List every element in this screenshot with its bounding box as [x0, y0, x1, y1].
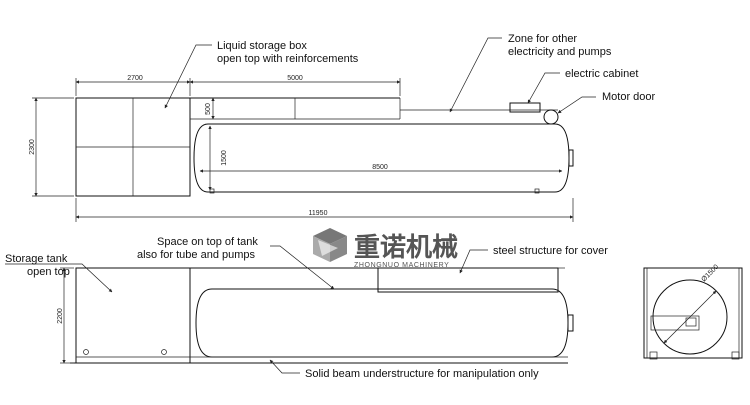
- side-storage-box: [75, 267, 191, 364]
- label-solid-beam: Solid beam understructure for manipulati…: [305, 368, 539, 380]
- electric-cabinet: [509, 102, 541, 113]
- label-zone-other-line: Zone for other: [508, 33, 577, 45]
- dim-11950: 11950: [309, 210, 328, 217]
- dim-8500: 8500: [372, 164, 388, 171]
- label-storage-tank-line: Storage tank: [5, 253, 68, 265]
- steel-structure-cover: [377, 267, 559, 293]
- top-view: [75, 97, 574, 197]
- label-space-on-top-line: also for tube and pumps: [137, 249, 256, 261]
- tank-top-view: [193, 123, 570, 193]
- logo-chinese: 重诺机械: [354, 233, 458, 263]
- label-space-on-top-line: Space on top of tank: [157, 236, 258, 248]
- tank-side-view: [195, 288, 569, 358]
- dim-2700: 2700: [127, 75, 143, 82]
- dim-500: 500: [205, 103, 212, 115]
- label-motor-door: Motor door: [602, 91, 656, 103]
- end-view: [643, 267, 743, 360]
- end-view-tank: [652, 279, 728, 355]
- top-view-leaders: [164, 37, 596, 114]
- dim-5000: 5000: [287, 75, 303, 82]
- label-electric-cabinet: electric cabinet: [565, 68, 638, 80]
- label-liquid-box-line: open top with reinforcements: [217, 53, 359, 65]
- end-view-frame: [643, 267, 743, 359]
- dim-diameter-1500: Ø1500: [700, 264, 720, 284]
- side-view-leaders: [5, 245, 488, 374]
- label-steel-structure: steel structure for cover: [493, 245, 608, 257]
- label-zone-other-line: electricity and pumps: [508, 46, 612, 58]
- label-liquid-box-line: Liquid storage box: [217, 40, 307, 52]
- dim-2300: 2300: [29, 139, 36, 155]
- label-storage-tank-line: open top: [27, 266, 70, 278]
- dim-2200: 2200: [57, 308, 64, 324]
- top-view-dimensions: [32, 78, 574, 222]
- logo-english: ZHONGNUO MACHINERY: [354, 262, 449, 269]
- logo: 重诺机械 ZHONGNUO MACHINERY: [313, 228, 458, 269]
- motor-door: [543, 109, 559, 125]
- side-view: [60, 267, 574, 364]
- dim-1500: 1500: [221, 150, 228, 166]
- logo-mark-icon: [313, 228, 347, 262]
